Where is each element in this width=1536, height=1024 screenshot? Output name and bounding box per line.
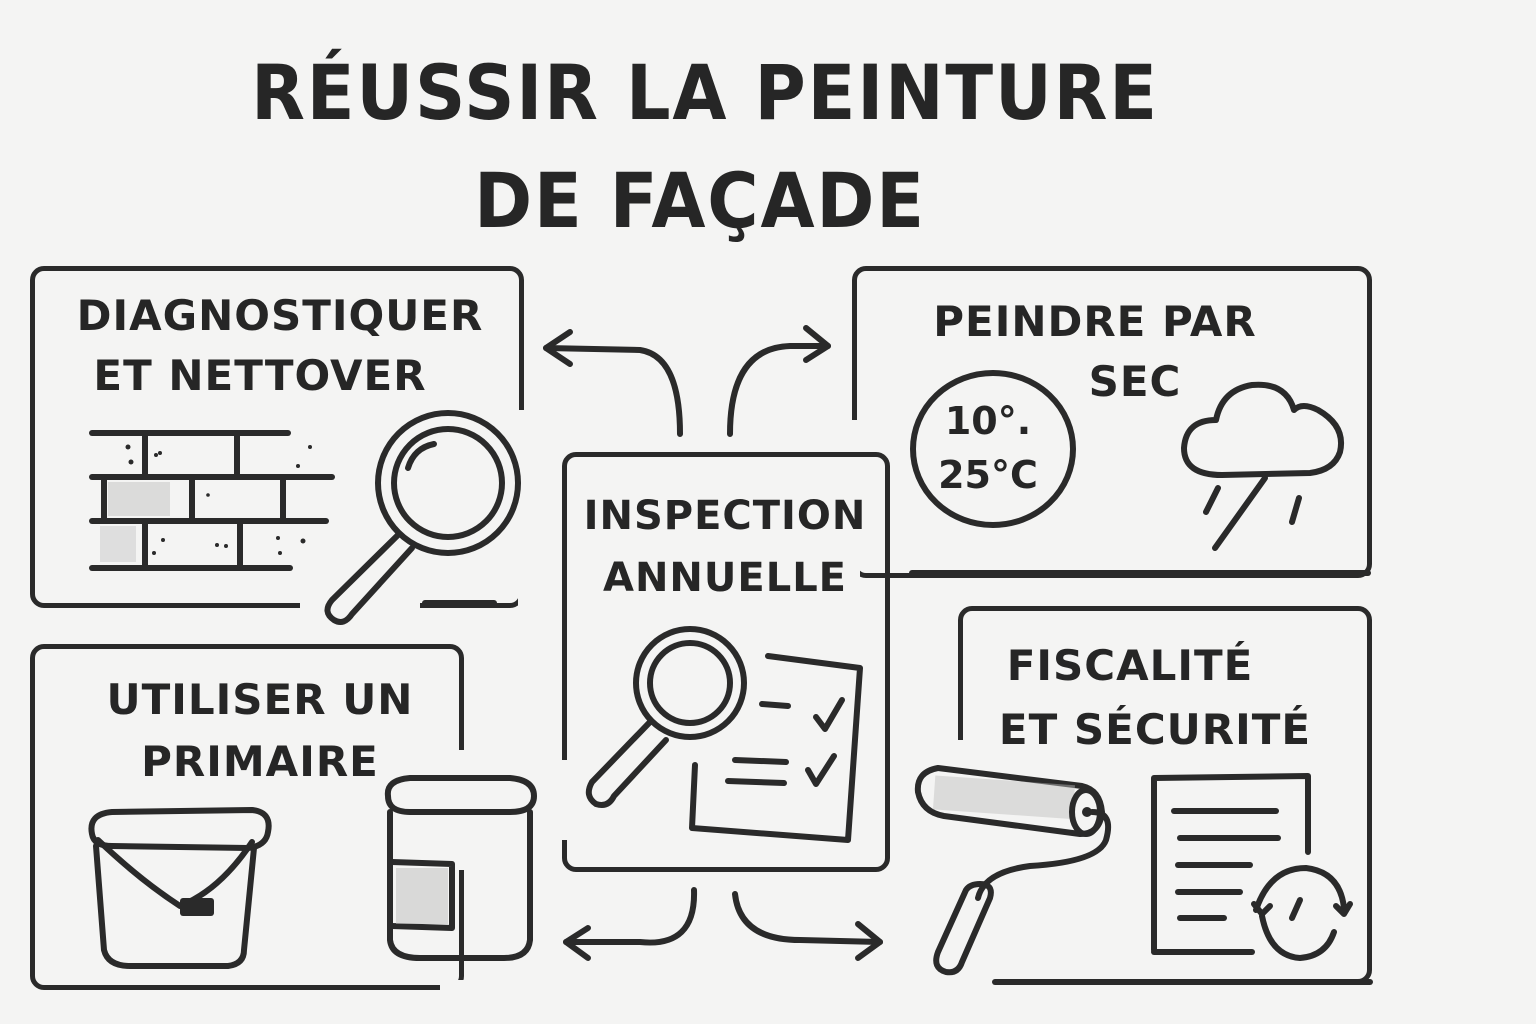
thermometer-badge-icon (910, 370, 1076, 528)
arrow-to-primer (563, 887, 698, 961)
panel-inspection-title-1: INSPECTION (583, 493, 867, 539)
panel-diagnose-title-1: DIAGNOSTIQUER (76, 291, 484, 340)
panel-dry-weather-title-2: SEC (1088, 357, 1182, 406)
temperature-min: 10°. (944, 399, 1032, 443)
panel-tax-safety-title-2: ET SÉCURITÉ (998, 705, 1312, 754)
magnifying-glass-icon (585, 626, 747, 808)
temperature-max: 25°C (938, 453, 1038, 497)
rain-cloud-icon (1181, 381, 1344, 551)
paint-bucket-icon (88, 807, 272, 969)
panel-inspection-title-2: ANNUELLE (602, 555, 847, 601)
arrow-to-diagnose (543, 329, 683, 437)
panel-diagnose-title-2: ET NETTOVER (93, 351, 427, 400)
arrow-to-tax-safety (732, 891, 883, 961)
checklist-icon (689, 653, 863, 843)
panel-dry-weather-title-1: PEINDRE PAR (933, 297, 1257, 346)
page-title-line-1: RÉUSSIR LA PEINTURE (251, 48, 1159, 137)
panel-inspection (562, 452, 890, 872)
page-title-line-2: DE FAÇADE (474, 156, 926, 245)
arrow-to-dry-weather (727, 325, 831, 437)
magnifying-glass-icon (324, 410, 521, 625)
brick-wall-icon (89, 430, 335, 571)
panel-primer-title-2: PRIMAIRE (141, 737, 379, 786)
panel-primer-title-1: UTILISER UN (106, 675, 414, 724)
paint-can-icon (384, 775, 537, 961)
panel-tax-safety-title-1: FISCALITÉ (1006, 641, 1254, 690)
paint-roller-icon (914, 765, 1112, 976)
document-renewal-icon (1151, 773, 1353, 961)
